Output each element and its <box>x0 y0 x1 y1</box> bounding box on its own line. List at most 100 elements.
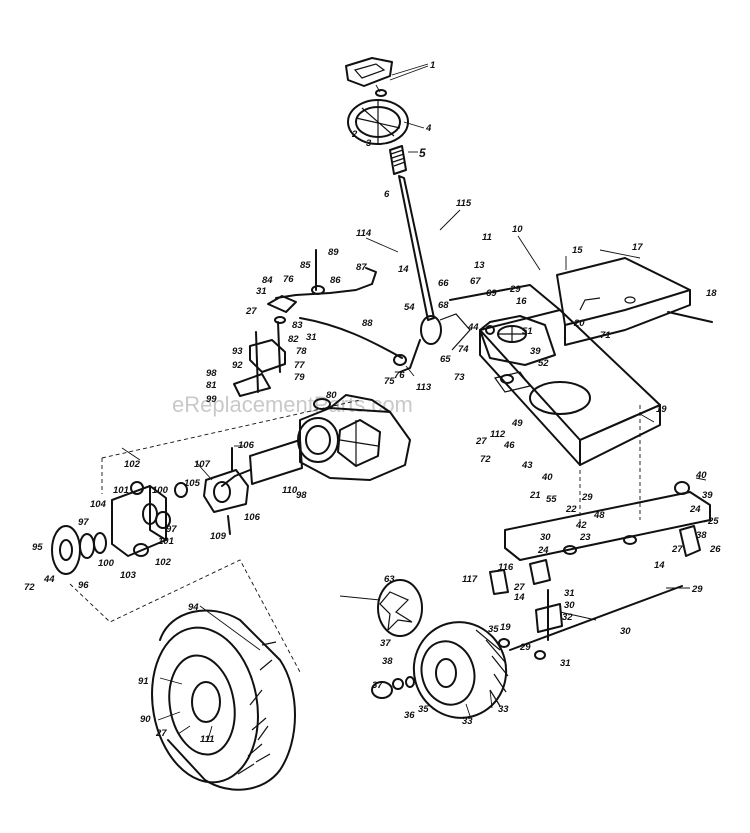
callout-72: 72 <box>24 582 35 593</box>
callout-40b: 40 <box>695 470 707 481</box>
callout-38b: 38 <box>382 656 393 667</box>
callout-89: 89 <box>328 247 339 258</box>
callout-116: 116 <box>498 562 514 573</box>
callout-115: 115 <box>456 198 472 209</box>
callout-113: 113 <box>416 382 432 393</box>
callout-27c: 27 <box>475 436 487 447</box>
front-spindle <box>489 559 563 641</box>
callout-81: 81 <box>206 380 217 391</box>
callout-77: 77 <box>294 360 305 371</box>
callout-44: 44 <box>467 322 479 333</box>
callout-14c: 14 <box>514 592 525 603</box>
transaxle <box>221 394 411 487</box>
callout-67: 67 <box>470 276 481 287</box>
callout-21: 21 <box>529 490 541 501</box>
callout-27d: 27 <box>671 544 683 555</box>
callout-38: 38 <box>696 530 707 541</box>
callout-72b: 72 <box>480 454 491 465</box>
callout-104: 104 <box>90 499 107 510</box>
callout-16: 16 <box>516 296 527 307</box>
callout-3: 3 <box>366 138 372 149</box>
callout-15: 15 <box>572 245 583 256</box>
callout-39: 39 <box>530 346 541 357</box>
callout-31c2: 31 <box>306 332 317 343</box>
callout-36: 36 <box>404 710 415 721</box>
callout-107: 107 <box>194 459 211 470</box>
callout-117: 117 <box>462 574 478 585</box>
callout-75: 75 <box>384 376 395 387</box>
callout-100: 100 <box>152 485 169 496</box>
callout-109: 109 <box>210 531 227 542</box>
callout-79: 79 <box>294 372 305 383</box>
callout-95: 95 <box>32 542 43 553</box>
callout-76b: 76 <box>394 370 405 381</box>
drag-link <box>299 317 403 359</box>
callout-11: 11 <box>482 232 492 243</box>
callout-51: 51 <box>522 326 533 337</box>
callout-32: 32 <box>562 612 573 623</box>
callout-29c: 29 <box>691 584 703 595</box>
callout-91: 91 <box>138 676 149 687</box>
callout-63: 63 <box>384 574 395 585</box>
callout-99: 99 <box>206 394 217 405</box>
callout-24: 24 <box>537 545 549 556</box>
callout-66: 66 <box>438 278 449 289</box>
watermark: eReplacementParts.com <box>172 392 413 417</box>
rear-axle-hub <box>51 447 249 575</box>
callout-6: 6 <box>384 189 390 200</box>
callout-43: 43 <box>521 460 533 471</box>
callout-76: 76 <box>283 274 294 285</box>
callout-82: 82 <box>288 334 299 345</box>
callout-29: 29 <box>509 284 521 295</box>
callout-98: 98 <box>206 368 217 379</box>
callout-111: 111 <box>200 734 214 745</box>
callout-2: 2 <box>351 129 358 140</box>
callout-98b: 98 <box>296 490 307 501</box>
callout-69: 69 <box>486 288 497 299</box>
callout-30b: 30 <box>620 626 631 637</box>
steering-shaft <box>398 175 435 321</box>
callout-103: 103 <box>120 570 137 581</box>
callout-78: 78 <box>296 346 307 357</box>
leader-lines <box>121 63 713 741</box>
steering-gear <box>399 313 514 384</box>
callout-85: 85 <box>300 260 311 271</box>
callout-54: 54 <box>404 302 415 313</box>
callout-29d: 29 <box>519 642 531 653</box>
callout-27: 27 <box>245 306 257 317</box>
callout-31: 31 <box>256 286 267 297</box>
callout-26: 26 <box>709 544 721 555</box>
callout-94: 94 <box>188 602 199 613</box>
callout-105: 105 <box>184 478 201 489</box>
callout-80: 80 <box>326 390 337 401</box>
front-axle <box>504 481 711 561</box>
callout-86: 86 <box>330 275 341 286</box>
callout-37: 37 <box>380 638 391 649</box>
callout-10: 10 <box>512 224 523 235</box>
callout-30: 30 <box>540 532 551 543</box>
shift-linkage <box>233 249 377 397</box>
callout-27e: 27 <box>513 582 525 593</box>
callout-106: 106 <box>238 440 255 451</box>
callout-13: 13 <box>474 260 485 271</box>
callout-83: 83 <box>292 320 303 331</box>
callout-17: 17 <box>632 242 643 253</box>
callout-87: 87 <box>356 262 367 273</box>
callout-102b: 102 <box>155 557 172 568</box>
callout-106b: 106 <box>244 512 261 523</box>
callout-97: 97 <box>166 524 177 535</box>
callout-1: 1 <box>430 60 435 71</box>
callout-22: 22 <box>565 504 577 515</box>
callout-96: 96 <box>78 580 89 591</box>
callout-18: 18 <box>706 288 717 299</box>
callout-25: 25 <box>707 516 719 527</box>
axle-hardware <box>371 638 546 699</box>
callout-39b: 39 <box>702 490 713 501</box>
callout-49: 49 <box>511 418 523 429</box>
callout-19b: 19 <box>500 622 511 633</box>
frame-assembly <box>449 257 713 466</box>
callout-88: 88 <box>362 318 373 329</box>
hub-cap <box>377 579 423 637</box>
callout-93: 93 <box>232 346 243 357</box>
